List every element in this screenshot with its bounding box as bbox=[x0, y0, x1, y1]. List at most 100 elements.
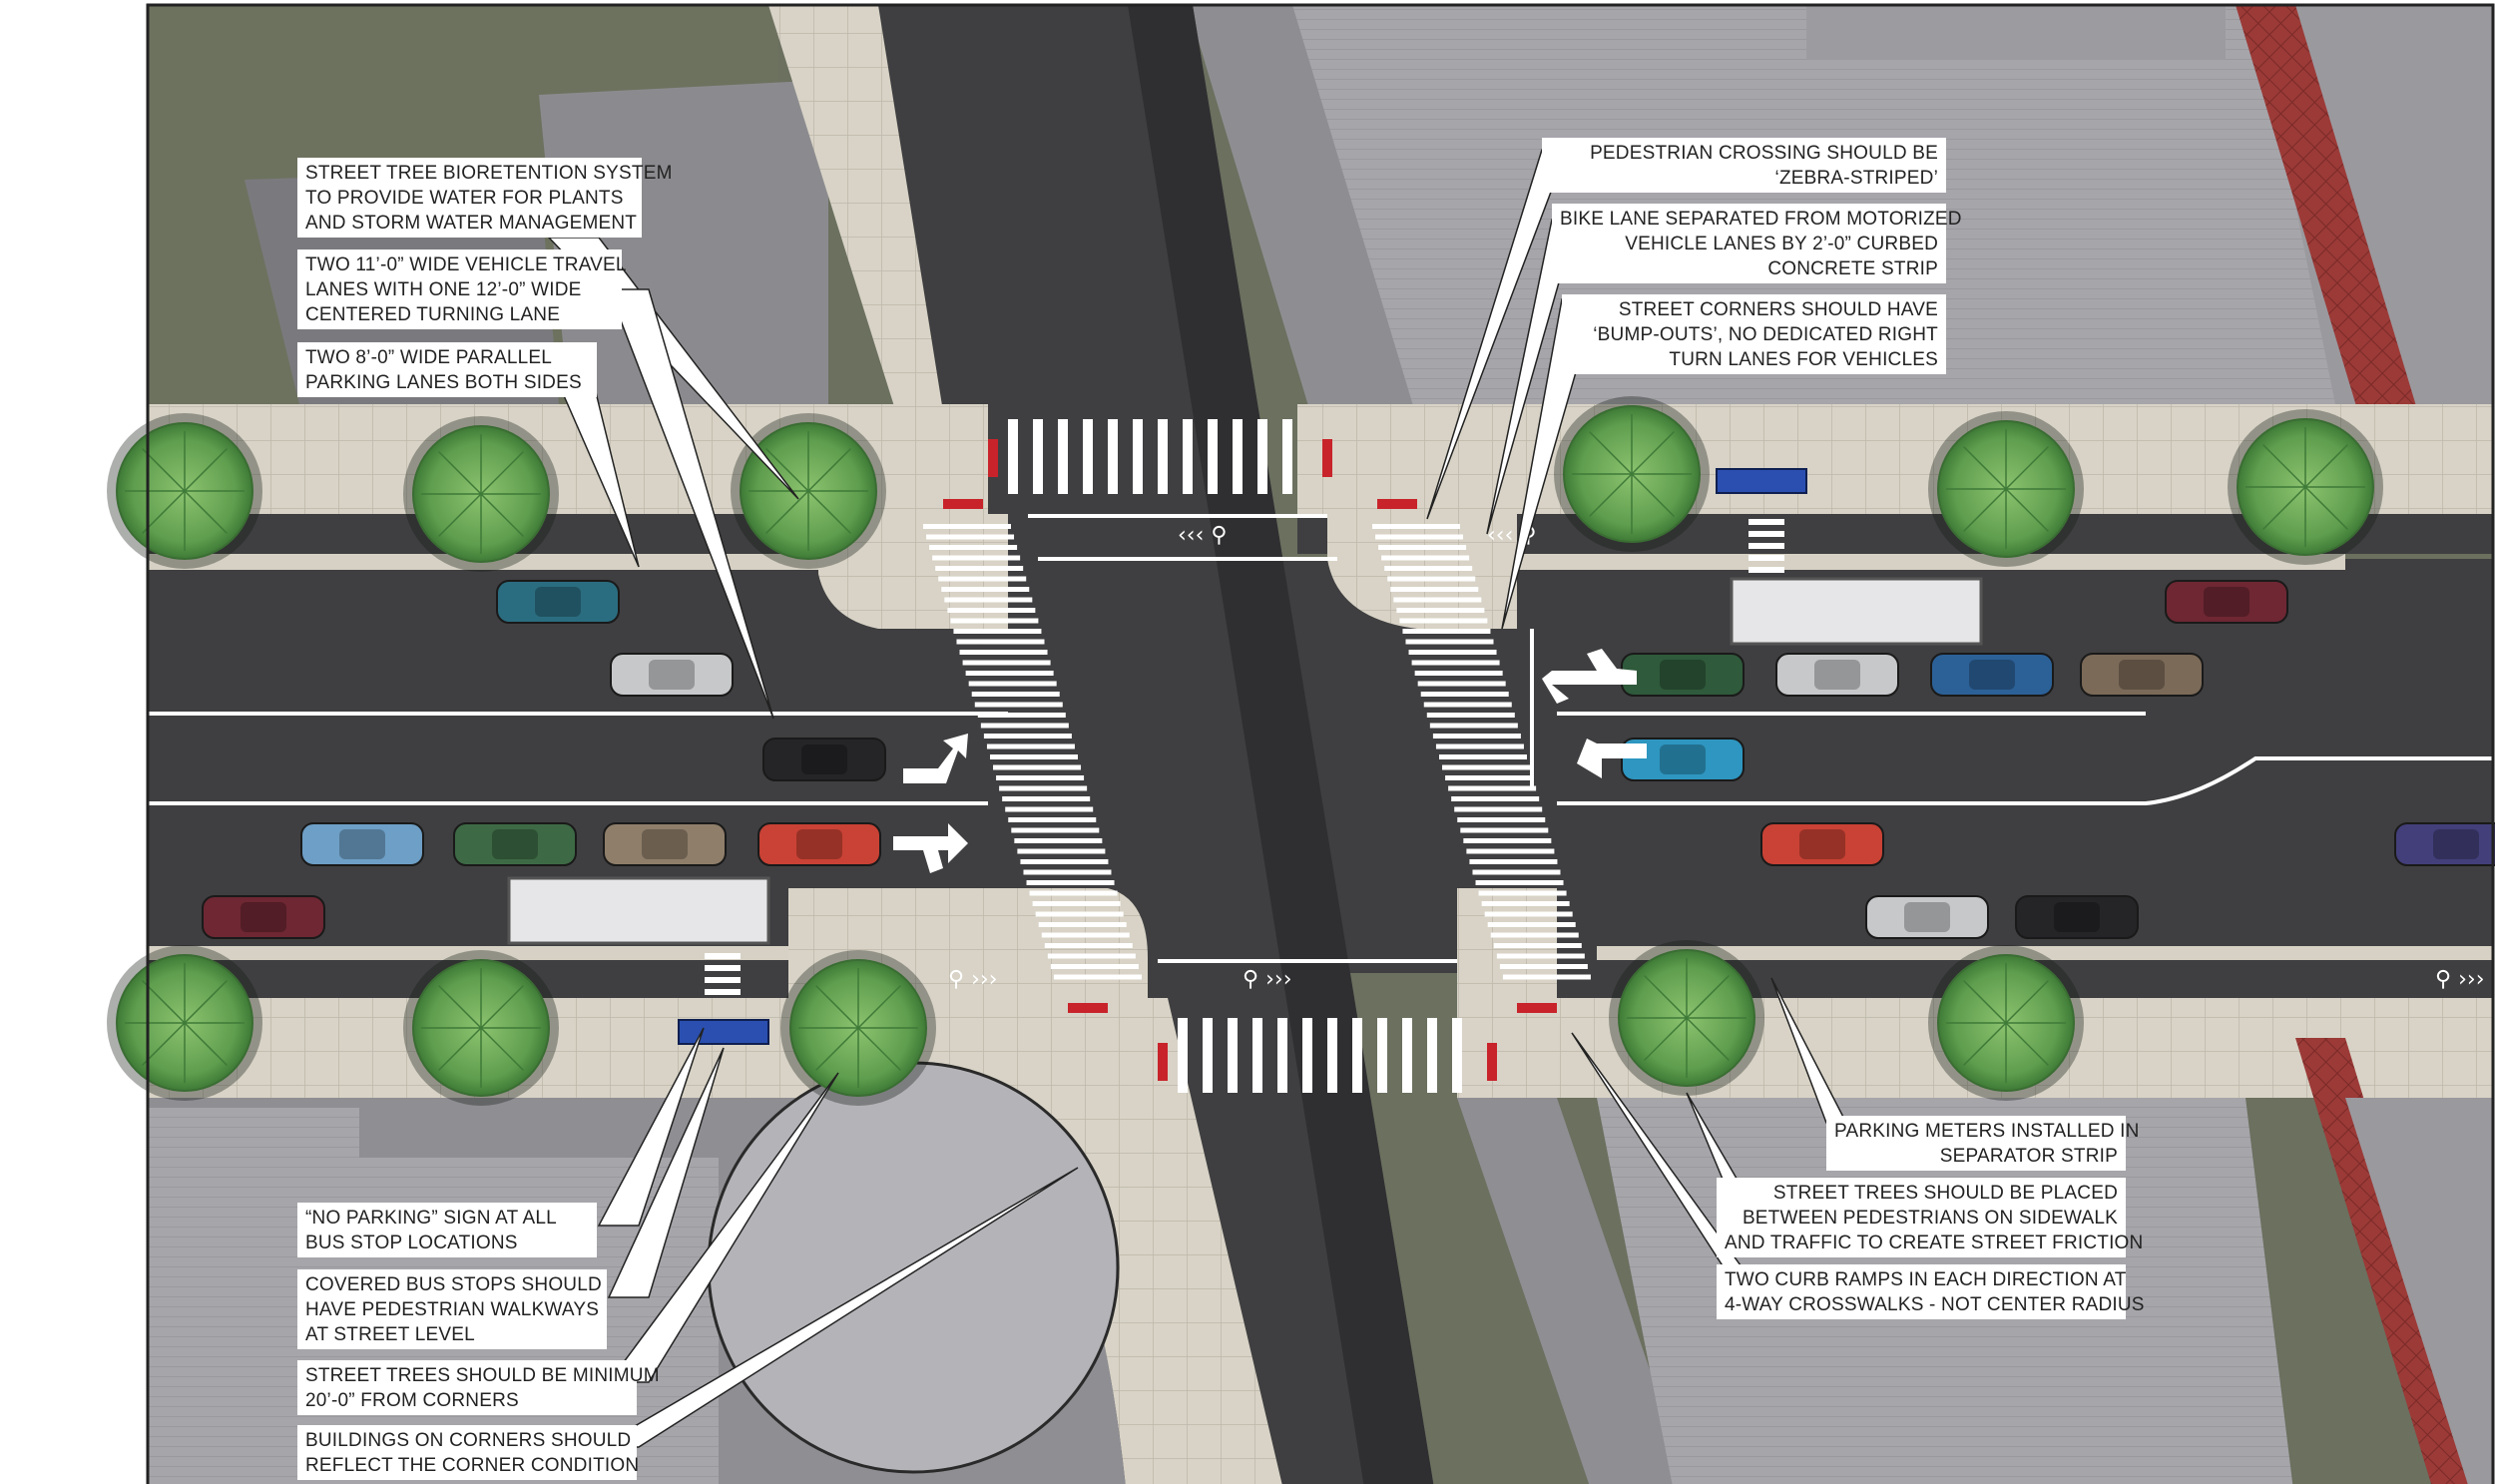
bike-symbol: ⚲ ››› bbox=[1243, 967, 1292, 992]
curb-ramp bbox=[1158, 1043, 1168, 1081]
tree-icon bbox=[107, 945, 262, 1101]
crosswalk-stripe bbox=[1384, 566, 1473, 571]
tree-icon bbox=[1928, 411, 2084, 567]
crosswalk-stripe bbox=[1475, 880, 1564, 885]
callout-line: CENTERED TURNING LANE bbox=[305, 304, 561, 325]
crosswalk-stripe bbox=[1233, 419, 1243, 494]
crosswalk-stripe bbox=[1378, 545, 1467, 550]
turn-arrow-right-lane bbox=[893, 823, 968, 873]
callout-curb-ramps: TWO CURB RAMPS IN EACH DIRECTION AT 4-WA… bbox=[1717, 1264, 2144, 1319]
curb-ramp bbox=[943, 499, 983, 509]
crosswalk-stripe bbox=[1496, 953, 1585, 959]
crosswalk-stripe bbox=[1472, 869, 1561, 875]
callout-line: STREET TREES SHOULD BE PLACED bbox=[1772, 1183, 2118, 1204]
crosswalk-stripe bbox=[1381, 555, 1470, 561]
bike-symbol: ⚲ ››› bbox=[2435, 967, 2485, 992]
crosswalk-stripe bbox=[1402, 1018, 1412, 1093]
crosswalk-stripe bbox=[1008, 817, 1097, 822]
crosswalk-stripe bbox=[1203, 1018, 1213, 1093]
callout-line: 20’-0” FROM CORNERS bbox=[305, 1390, 519, 1411]
crosswalk-stripe bbox=[1083, 419, 1093, 494]
crosswalk-stripe bbox=[968, 681, 1057, 687]
crosswalk-stripe bbox=[1208, 419, 1218, 494]
crosswalk-stripe bbox=[1327, 1018, 1337, 1093]
crosswalk-stripe bbox=[1457, 817, 1546, 822]
crosswalk-stripe bbox=[953, 629, 1042, 634]
curb-ramp bbox=[1322, 439, 1332, 477]
turn-arrow-left-lane bbox=[903, 734, 968, 783]
callout-line: STREET CORNERS SHOULD HAVE bbox=[1618, 299, 1938, 320]
crosswalk-stripe bbox=[1377, 1018, 1387, 1093]
crosswalk-stripe bbox=[1490, 932, 1579, 938]
crosswalk-stripe bbox=[1257, 419, 1267, 494]
truck-white-top bbox=[1730, 577, 1983, 646]
crosswalk-stripe bbox=[1035, 911, 1124, 917]
tree-icon bbox=[1609, 940, 1764, 1096]
bus-stop-shelter-bottom bbox=[678, 1019, 769, 1045]
crosswalk-stripe bbox=[1252, 1018, 1262, 1093]
crosswalk-stripe bbox=[1454, 806, 1543, 812]
crosswalk-stripe bbox=[974, 702, 1063, 708]
crosswalk-stripe bbox=[1414, 671, 1503, 676]
crosswalk-stripe bbox=[1408, 650, 1497, 655]
crosswalk-stripe bbox=[1452, 1018, 1462, 1093]
cross-road-shadow bbox=[1128, 5, 1434, 1484]
crosswalk-stripe bbox=[944, 597, 1033, 603]
callout-line: TWO 11’-0” WIDE VEHICLE TRAVEL bbox=[305, 254, 627, 275]
crosswalk-stripe bbox=[1448, 785, 1537, 791]
crosswalk-stripe bbox=[1044, 943, 1133, 948]
crosswalk-stripe bbox=[932, 555, 1021, 561]
crosswalk-stripe bbox=[1423, 702, 1512, 708]
crosswalk-stripe bbox=[1402, 629, 1491, 634]
callout-parking-lanes: TWO 8’-0” WIDE PARALLEL PARKING LANES BO… bbox=[297, 342, 597, 397]
crosswalk-stripe bbox=[1420, 692, 1509, 697]
plan-frame bbox=[146, 3, 2495, 1484]
crosswalk-stripe bbox=[1429, 723, 1518, 729]
callout-line: ‘ZEBRA-STRIPED’ bbox=[1774, 168, 1938, 189]
car-tan bbox=[603, 822, 727, 866]
callout-line: BUS STOP LOCATIONS bbox=[305, 1233, 518, 1253]
curb-ramp bbox=[1068, 1003, 1108, 1013]
callout-line: ‘BUMP-OUTS’, NO DEDICATED RIGHT bbox=[1593, 324, 1938, 345]
parked-and-moving-vehicles bbox=[202, 580, 2495, 939]
callout-line: “NO PARKING” SIGN AT ALL bbox=[305, 1208, 557, 1229]
crosswalk-stripe bbox=[980, 723, 1069, 729]
bike-symbol: ‹‹‹ ⚲ bbox=[1178, 523, 1228, 548]
crosswalk-stripe bbox=[1183, 419, 1193, 494]
crosswalk-stripe bbox=[1020, 859, 1109, 864]
crosswalk-stripe bbox=[977, 713, 1066, 718]
callout-line: BETWEEN PEDESTRIANS ON SIDEWALK bbox=[1742, 1208, 2118, 1229]
crosswalk-stripe bbox=[1053, 974, 1142, 980]
crosswalk-stripe bbox=[1133, 419, 1143, 494]
crosswalk-stripe bbox=[983, 734, 1072, 739]
car-silver bbox=[610, 653, 734, 697]
crosswalk-stripe bbox=[1017, 848, 1106, 854]
crosswalk-stripe bbox=[971, 692, 1060, 697]
crosswalk-stripe bbox=[1352, 1018, 1362, 1093]
car-maroon bbox=[202, 895, 325, 939]
callout-line: TURN LANES FOR VEHICLES bbox=[1669, 349, 1938, 370]
sidewalk-bottom-right-diagonal bbox=[1457, 1098, 1690, 1484]
crosswalk-stripe bbox=[1399, 618, 1488, 624]
separator-top-right bbox=[1457, 554, 2345, 570]
crosswalk-stripe bbox=[1460, 827, 1549, 833]
crosswalk-stripe bbox=[986, 743, 1075, 749]
crosswalk-stripe bbox=[1178, 1018, 1188, 1093]
callout-line: TWO CURB RAMPS IN EACH DIRECTION AT bbox=[1725, 1269, 2127, 1290]
brick-strip-top-right bbox=[2236, 5, 2435, 469]
tree-icon bbox=[107, 413, 262, 569]
callout-line: LANES WITH ONE 12’-0” WIDE bbox=[305, 279, 582, 300]
crosswalk-stripe bbox=[1041, 932, 1130, 938]
car-cyan bbox=[1621, 738, 1745, 781]
crosswalk-stripe bbox=[1033, 419, 1043, 494]
crosswalk-stripe bbox=[950, 618, 1039, 624]
car-black bbox=[762, 738, 886, 781]
callout-line: HAVE PEDESTRIAN WALKWAYS bbox=[305, 1299, 600, 1320]
crosswalk-stripe bbox=[1302, 1018, 1312, 1093]
callout-no-parking: “NO PARKING” SIGN AT ALL BUS STOP LOCATI… bbox=[297, 1203, 597, 1257]
callout-bioretention: STREET TREE BIORETENTION SYSTEM TO PROVI… bbox=[297, 158, 672, 238]
curb-ramp bbox=[988, 439, 998, 477]
crosswalk-stripe bbox=[1502, 974, 1591, 980]
tree-icon bbox=[403, 950, 559, 1106]
crosswalk-stripe bbox=[1047, 953, 1136, 959]
